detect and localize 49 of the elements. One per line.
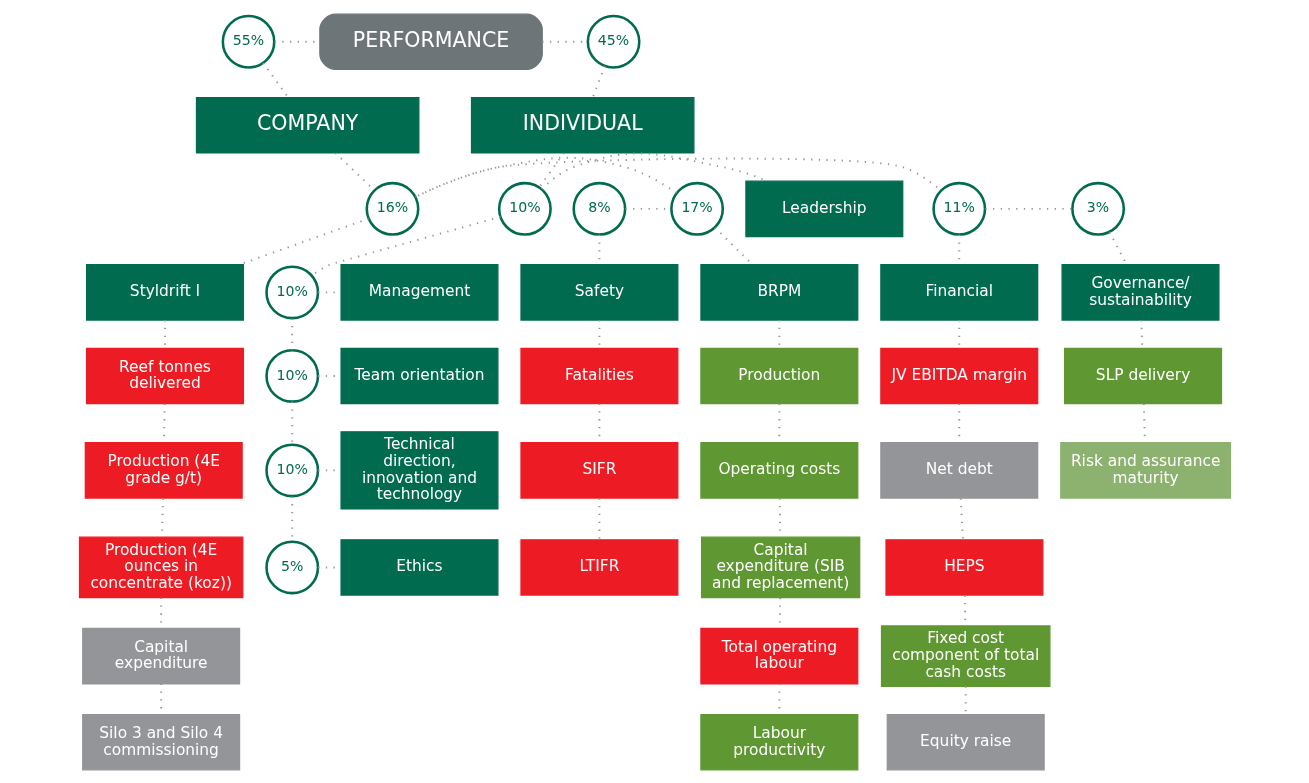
- node-box: Operating costs: [699, 441, 858, 499]
- node-box: Ethics: [339, 538, 499, 596]
- node-box: Production (4E ounces in concentrate (koz)): [78, 536, 243, 598]
- node-box: Labour productivity: [699, 713, 858, 770]
- connector: [537, 151, 565, 188]
- node-circle: 45%: [586, 14, 641, 69]
- node-box: Production (4E grade g/t): [84, 441, 243, 499]
- node-box: Equity raise: [886, 713, 1045, 770]
- node-box: COMPANY: [195, 96, 419, 154]
- node-circle: 10%: [497, 181, 552, 236]
- connector: [261, 61, 289, 98]
- node-box: Fixed cost component of total cash costs: [880, 624, 1051, 687]
- node-box: Risk and assurance maturity: [1059, 441, 1231, 499]
- node-box: Safety: [519, 263, 678, 321]
- node-box: Capital expenditure (SIB and replacement): [700, 536, 860, 598]
- node-circle: 55%: [221, 14, 276, 69]
- node-circle: 16%: [365, 181, 419, 236]
- node-box: HEPS: [884, 538, 1043, 596]
- node-box: Total operating labour: [699, 627, 858, 684]
- node-circle: 8%: [571, 181, 626, 236]
- node-box: Net debt: [879, 441, 1038, 499]
- node-box: Leadership: [744, 180, 903, 237]
- node-box: BRPM: [699, 263, 858, 321]
- node-circle: 3%: [1070, 181, 1125, 236]
- node-circle: 10%: [264, 442, 319, 497]
- node-box: Capital expenditure: [81, 627, 240, 684]
- node-circle: 10%: [264, 264, 319, 319]
- connector: [591, 64, 606, 98]
- node-box: SLP delivery: [1063, 347, 1222, 404]
- node-box: Reef tonnes delivered: [85, 347, 244, 404]
- node-box: INDIVIDUAL: [470, 96, 695, 154]
- node-box: JV EBITDA margin: [879, 347, 1038, 404]
- node-box: Financial: [879, 263, 1038, 321]
- node-box: Governance/ sustainability: [1060, 263, 1220, 321]
- node-box: Fatalities: [519, 347, 678, 404]
- node-box: Team orientation: [339, 347, 499, 404]
- node-circle: 11%: [931, 181, 986, 236]
- node-box: Management: [339, 263, 499, 321]
- node-circle: 5%: [264, 539, 319, 594]
- node-box: Styldrift I: [85, 263, 244, 321]
- node-box: LTIFR: [519, 538, 678, 596]
- node-box: Production: [699, 347, 858, 404]
- node-box: Silo 3 and Silo 4 commissioning: [81, 713, 240, 770]
- node-box: Technical direction, innovation and technology: [339, 430, 499, 510]
- node-circle: 17%: [669, 181, 724, 236]
- node-box: PERFORMANCE: [318, 13, 543, 70]
- node-circle: 10%: [264, 348, 319, 403]
- connector: [959, 497, 964, 541]
- node-box: SIFR: [519, 441, 678, 499]
